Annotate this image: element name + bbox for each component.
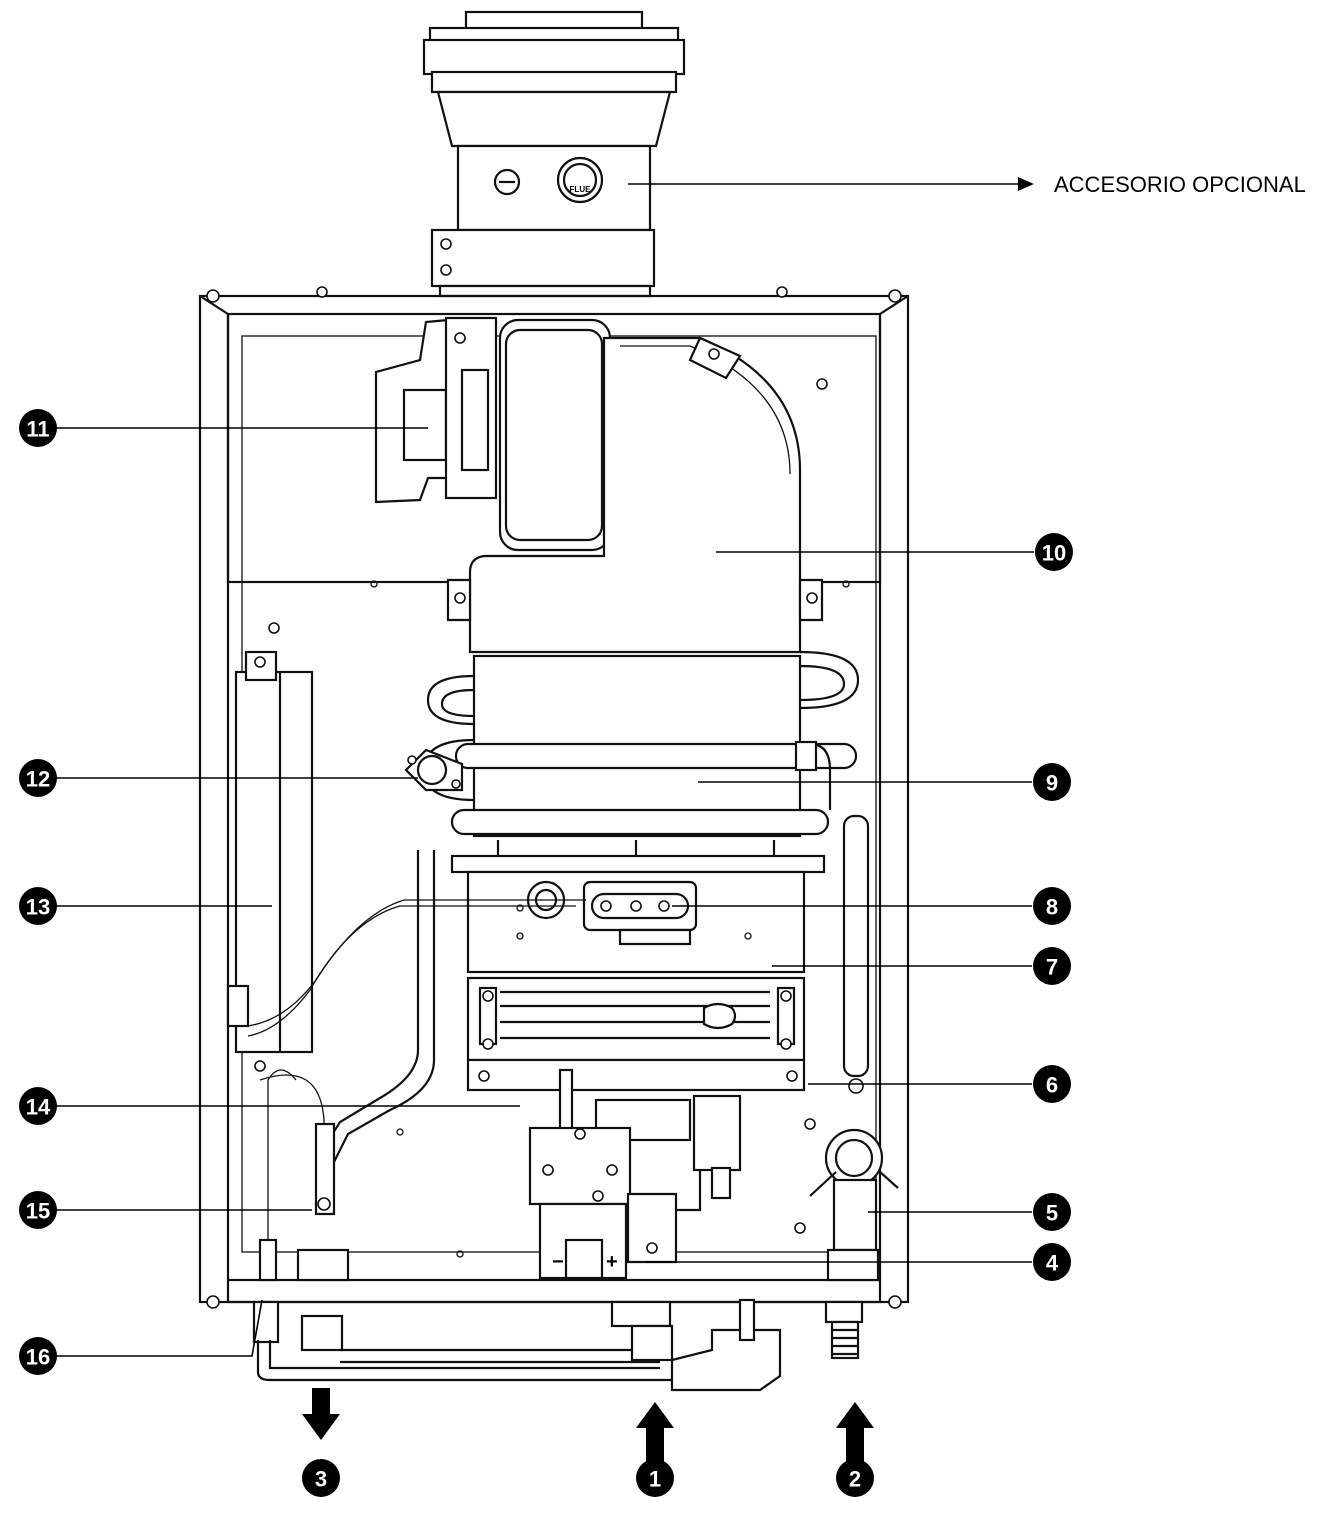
badge-15: 15 [19, 1191, 57, 1229]
badge-13: 13 [19, 887, 57, 925]
badge-10: 10 [1035, 533, 1073, 571]
badge-12-label: 12 [26, 767, 50, 792]
badge-2-label: 2 [849, 1467, 861, 1492]
badge-2: 2 [836, 1459, 874, 1497]
flue-sensor-icon: FLUE [556, 156, 604, 204]
badge-8: 8 [1033, 887, 1071, 925]
heat-exchanger [422, 650, 860, 838]
bottom-connections [252, 1298, 864, 1392]
badge-7-label: 7 [1046, 955, 1058, 980]
badge-11: 11 [19, 409, 57, 447]
badge-4: 4 [1033, 1243, 1071, 1281]
gas-valve: − + [528, 1068, 742, 1280]
badge-9: 9 [1033, 763, 1071, 801]
badge-16: 16 [19, 1337, 57, 1375]
overheat-sensor [404, 748, 464, 792]
badge-5-label: 5 [1046, 1201, 1058, 1226]
badge-8-label: 8 [1046, 895, 1058, 920]
flow-arrows [302, 1388, 874, 1464]
badge-3-label: 3 [315, 1467, 327, 1492]
badge-12: 12 [19, 759, 57, 797]
badge-5: 5 [1033, 1193, 1071, 1231]
combustion-hood [268, 336, 850, 654]
callout-lines [54, 427, 1034, 1357]
ignition-electrode-mount [258, 1122, 350, 1282]
flue-label: FLUE [570, 185, 592, 194]
badge-6-label: 6 [1046, 1073, 1058, 1098]
badge-9-label: 9 [1046, 771, 1058, 796]
hot-water-out-arrow [302, 1388, 340, 1440]
badge-14-label: 14 [26, 1095, 51, 1120]
badge-14: 14 [19, 1087, 57, 1125]
badge-16-label: 16 [26, 1345, 50, 1370]
gas-valve-minus-label: − [552, 1251, 564, 1273]
badge-10-label: 10 [1042, 541, 1066, 566]
wiring [247, 850, 586, 1240]
badge-6: 6 [1033, 1065, 1071, 1103]
cold-water-in-arrow [836, 1402, 874, 1464]
control-board [226, 650, 314, 1072]
badge-4-label: 4 [1046, 1251, 1059, 1276]
badge-3: 3 [302, 1459, 340, 1497]
casing [198, 286, 910, 1309]
accessory-label: ACCESORIO OPCIONAL [1054, 172, 1306, 197]
badge-13-label: 13 [26, 895, 50, 920]
badge-15-label: 15 [26, 1199, 50, 1224]
water-inlet-assembly [396, 814, 899, 1282]
blower-fan [374, 316, 612, 552]
badge-7: 7 [1033, 947, 1071, 985]
flue-adapter: FLUE [422, 10, 686, 298]
badge-1-label: 1 [649, 1467, 661, 1492]
gas-in-arrow [636, 1402, 674, 1464]
badge-1: 1 [636, 1459, 674, 1497]
gas-valve-plus-label: + [606, 1251, 618, 1273]
badge-11-label: 11 [26, 417, 49, 442]
burner-assembly [450, 840, 826, 1092]
accessory-callout: ACCESORIO OPCIONAL [628, 172, 1306, 197]
